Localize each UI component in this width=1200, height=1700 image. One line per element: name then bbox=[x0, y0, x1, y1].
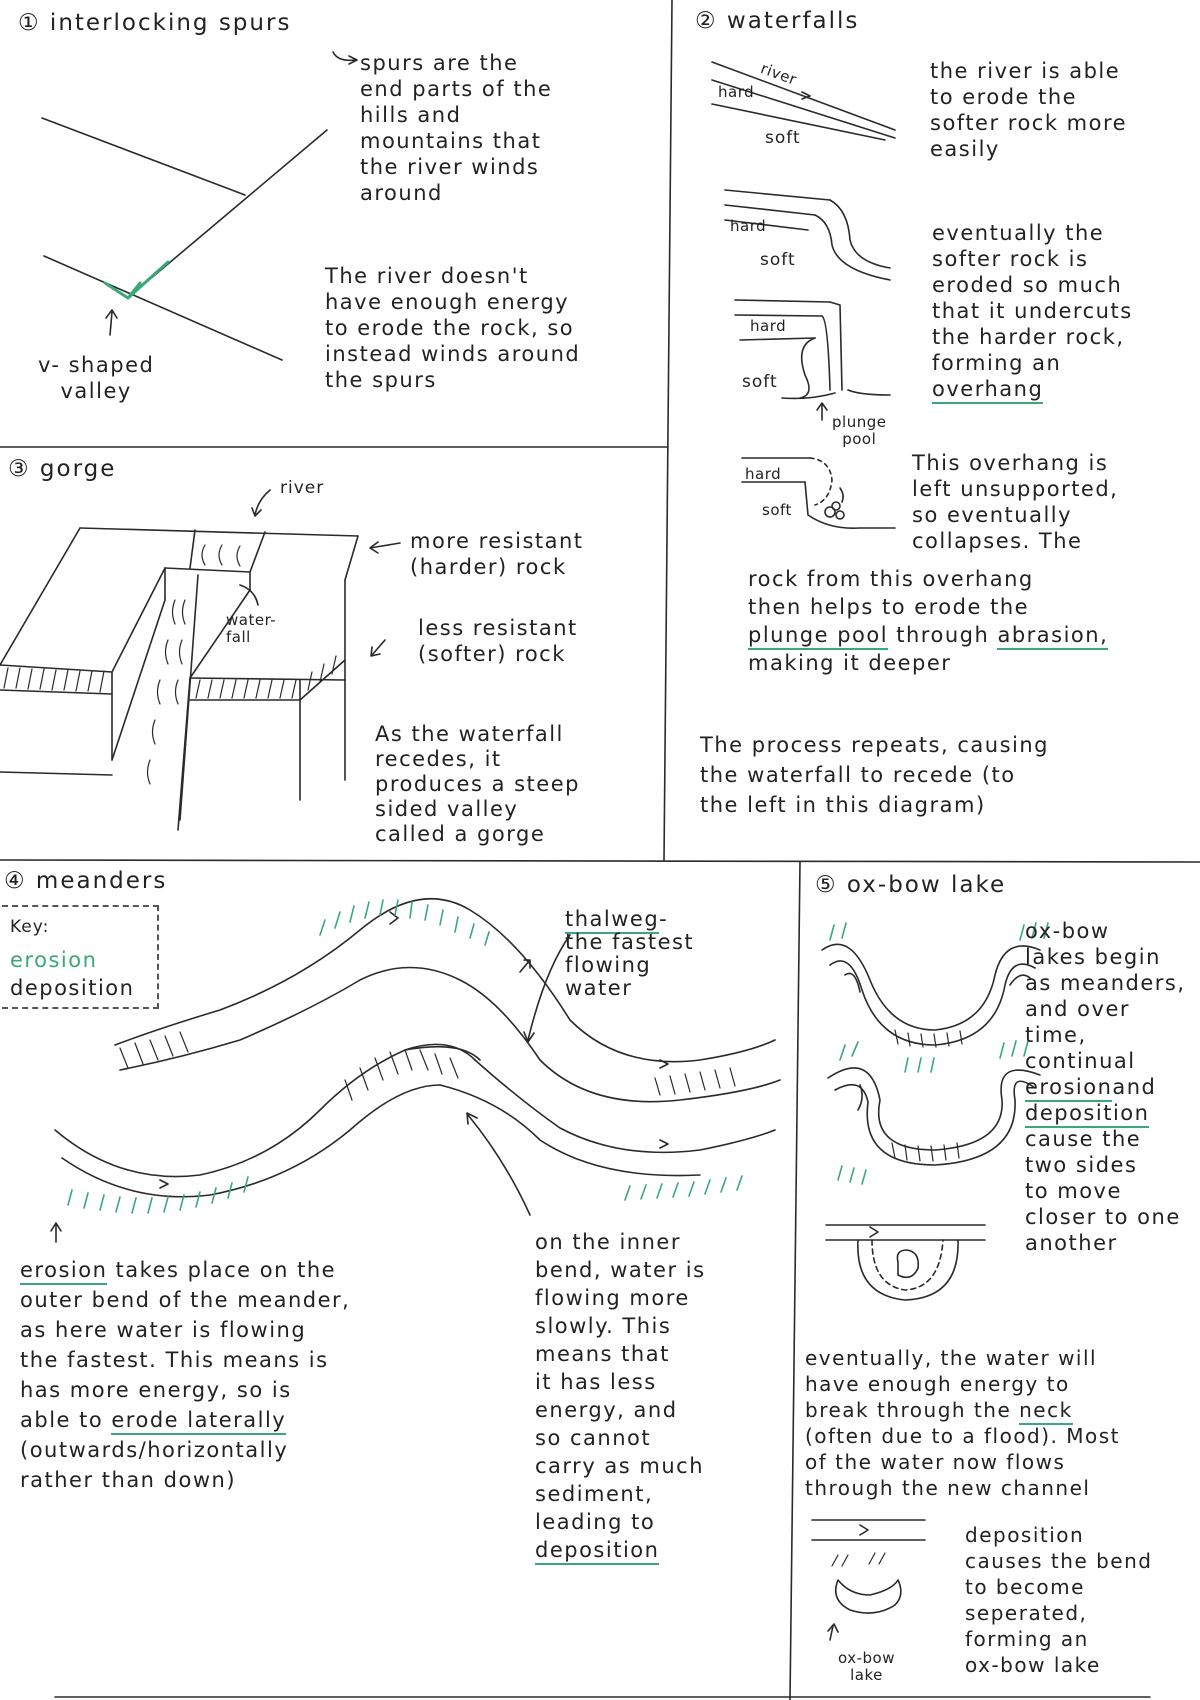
erode-laterally-term: erode laterally bbox=[111, 1408, 287, 1435]
oxbow-and: and bbox=[1112, 1075, 1157, 1099]
oxbow-final-note: deposition causes the bend to become sep… bbox=[965, 1523, 1153, 1677]
oxbow-stage-4 bbox=[811, 1519, 926, 1641]
key-title: Key: bbox=[10, 917, 50, 937]
meander-erosion-marks bbox=[67, 899, 743, 1214]
waterfall-step-4-line-1: rock from this overhang bbox=[748, 567, 1034, 591]
oxbow-stage-4-hatching bbox=[831, 1552, 886, 1567]
oxbow-neck-note: eventually, the water will have enough e… bbox=[805, 1345, 1120, 1501]
oxbow-title: ⑤ ox-bow lake bbox=[815, 872, 1007, 898]
waterfall-conclusion: The process repeats, causing the waterfa… bbox=[700, 733, 1049, 817]
oxbow-stage-1-hatching bbox=[894, 1029, 963, 1048]
meanders-title: ④ meanders bbox=[4, 868, 168, 894]
v-shaped-valley-label: v- shaped valley bbox=[38, 353, 155, 403]
key-deposition: deposition bbox=[10, 976, 135, 1000]
label-hard-4: hard bbox=[745, 465, 782, 483]
thalweg-term: thalweg bbox=[565, 907, 660, 934]
label-soft-1: soft bbox=[765, 128, 801, 148]
spurs-diagram bbox=[41, 51, 358, 361]
oxbow-stage-2-erosion bbox=[837, 1040, 1029, 1185]
oxbow-stage-2 bbox=[827, 1067, 1041, 1166]
outer-bend-text-2: (outwards/horizontally rather than down) bbox=[20, 1438, 289, 1492]
thalweg-note: thalweg- the fastest flowing water bbox=[565, 907, 695, 1000]
oxbow-stage-2-hatching bbox=[891, 1142, 960, 1162]
plunge-pool-label: plunge pool bbox=[832, 413, 887, 448]
spurs-explanation: The river doesn't have enough energy to … bbox=[325, 264, 581, 392]
neck-term: neck bbox=[1019, 1398, 1073, 1425]
label-hard-1: hard bbox=[718, 83, 755, 101]
waterfall-step-4-line-2: then helps to erode the bbox=[748, 595, 1030, 619]
key-erosion: erosion bbox=[10, 948, 98, 972]
meander-deposition-hatching bbox=[119, 1031, 736, 1101]
abrasion-term: abrasion, bbox=[997, 623, 1109, 650]
softer-rock-label: less resistant (softer) rock bbox=[418, 616, 578, 666]
harder-rock-label: more resistant (harder) rock bbox=[410, 529, 584, 579]
waterfall-diagram-4 bbox=[741, 457, 896, 530]
gorge-hatching bbox=[3, 544, 337, 785]
spurs-title: ① interlocking spurs bbox=[18, 10, 292, 36]
waterfall-diagram-1 bbox=[711, 61, 896, 141]
waterfall-step-4: rock from this overhang then helps to ero… bbox=[748, 565, 1109, 677]
gorge-river-label: river bbox=[280, 478, 325, 498]
oxbow-lake-label: ox-bow lake bbox=[838, 1649, 895, 1684]
oxbow-stage-3 bbox=[825, 1224, 986, 1301]
outer-erosion-term: erosion bbox=[20, 1258, 108, 1285]
plunge-pool-term: plunge pool bbox=[748, 623, 889, 650]
gorge-arrows bbox=[239, 489, 401, 657]
outer-bend-note: erosion takes place on the outer bend of… bbox=[20, 1255, 350, 1495]
inner-bend-text: on the inner bend, water is flowing more… bbox=[535, 1230, 706, 1534]
meanders-key: Key: erosion deposition bbox=[2, 905, 159, 1009]
oxbow-deposition-term: deposition bbox=[1025, 1101, 1150, 1128]
oxbow-intro-text: ox-bow lakes begin as meanders, and over… bbox=[1025, 919, 1186, 1073]
thalweg-definition: - the fastest flowing water bbox=[565, 907, 695, 1000]
waterfalls-title: ② waterfalls bbox=[695, 8, 860, 34]
gorge-block bbox=[0, 527, 359, 831]
outer-bend-text-1: takes place on the outer bend of the mea… bbox=[20, 1258, 351, 1432]
meander-channel bbox=[50, 898, 781, 1243]
oxbow-stage-1-erosion bbox=[829, 922, 1049, 1073]
oxbow-erosion-term: erosion bbox=[1025, 1075, 1113, 1102]
label-soft-2: soft bbox=[760, 250, 796, 270]
label-soft-4: soft bbox=[762, 501, 792, 519]
waterfall-step-1: the river is able to erode the softer ro… bbox=[930, 59, 1128, 161]
gorge-title: ③ gorge bbox=[8, 456, 117, 482]
oxbow-neck-text-1: eventually, the water will have enough e… bbox=[805, 1346, 1098, 1422]
gorge-waterfall-label: water- fall bbox=[226, 611, 277, 646]
gorge-explanation: As the waterfall recedes, it produces a … bbox=[375, 722, 580, 846]
label-hard-3: hard bbox=[750, 317, 787, 335]
inner-bend-note: on the inner bend, water is flowing more… bbox=[535, 1228, 706, 1565]
oxbow-intro-end: cause the two sides to move closer to on… bbox=[1025, 1127, 1181, 1255]
waterfall-diagram-2 bbox=[724, 189, 891, 281]
oxbow-intro: ox-bow lakes begin as meanders, and over… bbox=[1025, 918, 1186, 1256]
waterfall-step-4-through: through bbox=[888, 623, 998, 647]
waterfall-step-3: This overhang is left unsupported, so ev… bbox=[912, 451, 1119, 553]
overhang-term: overhang bbox=[932, 377, 1044, 404]
waterfall-step-2: eventually the softer rock is eroded so … bbox=[932, 220, 1133, 404]
label-hard-2: hard bbox=[730, 217, 767, 235]
waterfall-step-4-line-4: making it deeper bbox=[748, 651, 952, 675]
inner-deposition-term: deposition bbox=[535, 1538, 660, 1565]
oxbow-neck-text-2: (often due to a flood). Most of the wate… bbox=[805, 1424, 1121, 1500]
waterfall-step-2-text: eventually the softer rock is eroded so … bbox=[932, 221, 1133, 375]
oxbow-stage-1 bbox=[821, 943, 1041, 1046]
waterfall-diagram-3 bbox=[734, 299, 891, 421]
spurs-definition: spurs are the end parts of the hills and… bbox=[360, 51, 553, 205]
label-soft-3: soft bbox=[742, 372, 778, 392]
